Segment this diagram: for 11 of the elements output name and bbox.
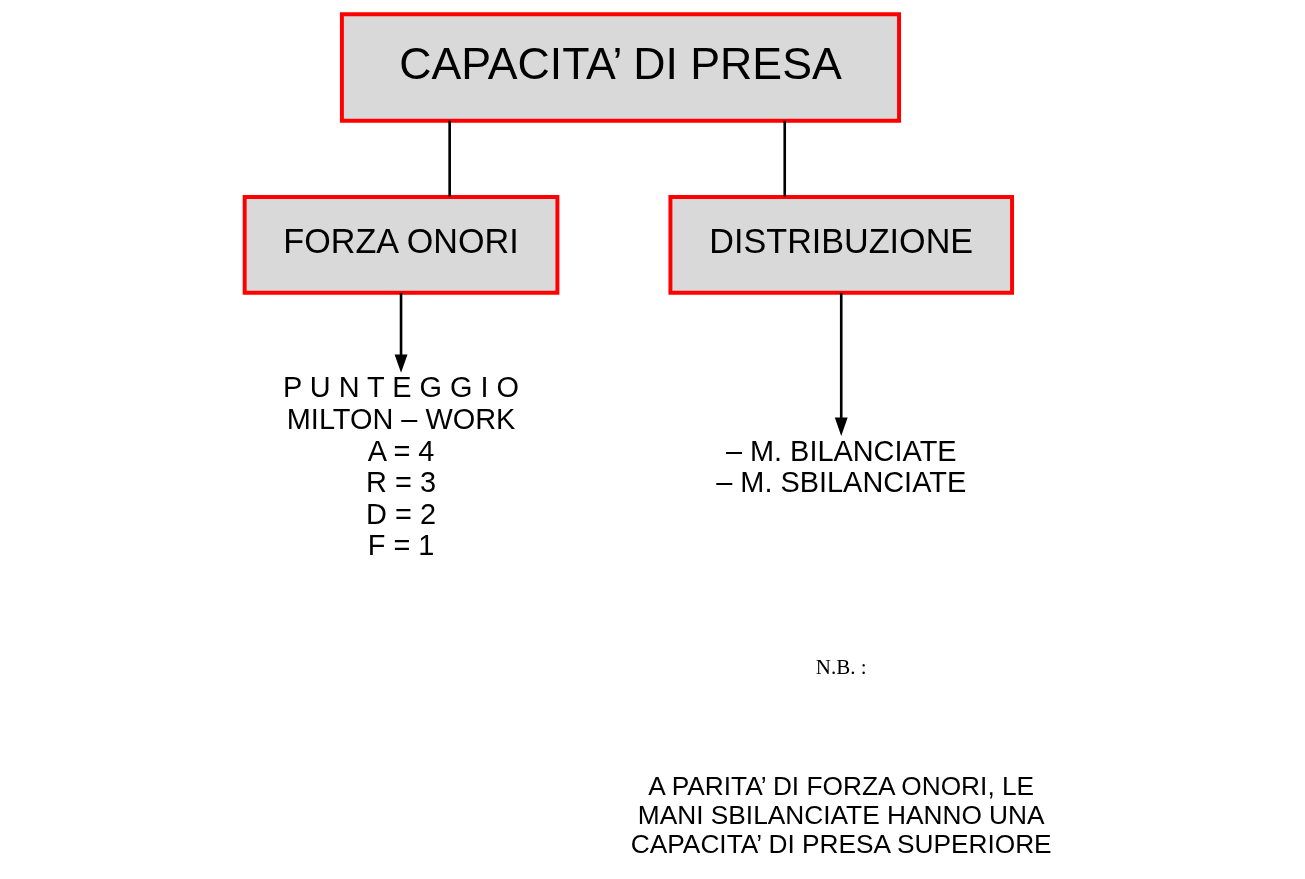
label: N.B. : xyxy=(815,654,867,679)
label: A PARITA’ DI FORZA ONORI, LE MANI SBILANCIATE HANNO UNA CAPACITA’ DI PRESA SUPERIORE xyxy=(630,770,1052,859)
node-box: CAPACITA’ DI PRESA xyxy=(339,11,901,123)
connector xyxy=(782,120,786,196)
node-box: DISTRIBUZIONE xyxy=(667,194,1014,295)
arrow xyxy=(394,292,407,373)
arrow xyxy=(834,292,848,436)
node-box: FORZA ONORI xyxy=(242,194,559,295)
node-text: – M. BILANCIATE – M. SBILANCIATE xyxy=(715,434,966,498)
connector xyxy=(447,120,451,196)
node-text: P U N T E G G I O MILTON – WORK A = 4 R = 3 D = 2 F = 1 xyxy=(282,370,519,561)
